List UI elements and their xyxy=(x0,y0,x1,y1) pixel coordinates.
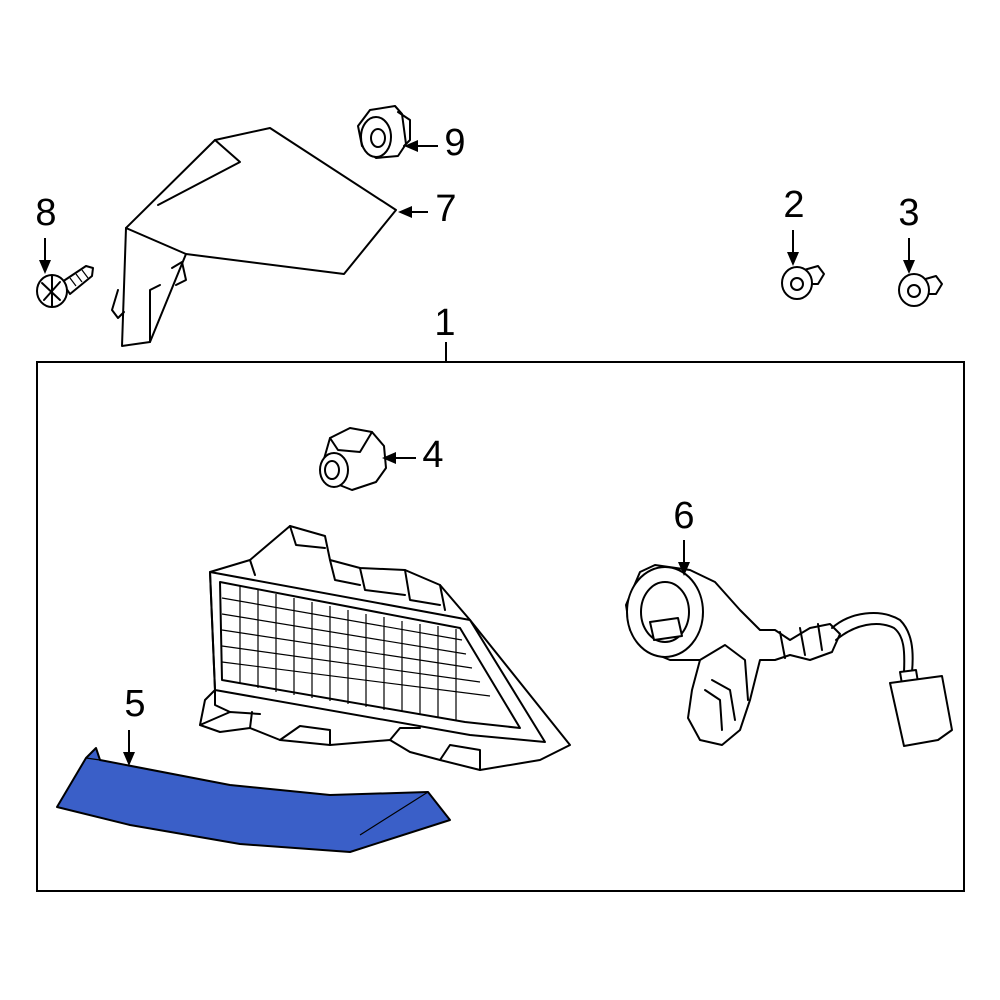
callout-6-label[interactable]: 6 xyxy=(673,495,694,537)
callout-3-arrowhead xyxy=(903,260,915,274)
callout-9-label[interactable]: 9 xyxy=(444,122,465,164)
callout-2-arrowhead xyxy=(787,252,799,266)
part-6-socket-harness[interactable] xyxy=(625,564,953,747)
part-5-trim-edge xyxy=(85,757,429,836)
part-7-bracket[interactable] xyxy=(111,127,397,347)
part-9-clip[interactable] xyxy=(357,105,411,159)
callout-6-arrowhead xyxy=(678,562,690,576)
assembly-box xyxy=(36,361,965,892)
callout-2-label[interactable]: 2 xyxy=(783,184,804,226)
callout-5-arrowhead xyxy=(123,752,135,766)
callout-8-arrowhead xyxy=(39,260,51,274)
part-2-nut[interactable] xyxy=(781,265,825,300)
callout-8-label[interactable]: 8 xyxy=(35,192,56,234)
callout-7-arrowhead xyxy=(398,206,412,218)
callout-9-arrowhead xyxy=(404,140,418,152)
callout-1-label[interactable]: 1 xyxy=(434,302,455,344)
callout-4-arrowhead xyxy=(382,452,396,464)
callout-5-label[interactable]: 5 xyxy=(124,683,145,725)
callout-3-label[interactable]: 3 xyxy=(898,192,919,234)
part-8-screw[interactable] xyxy=(36,265,94,308)
part-4-grommet[interactable] xyxy=(319,427,387,491)
callout-4-label[interactable]: 4 xyxy=(422,434,443,476)
lamp-housing[interactable] xyxy=(199,525,571,771)
callout-7-label[interactable]: 7 xyxy=(435,188,456,230)
part-5-trim-strip[interactable] xyxy=(56,747,451,853)
part-3-nut[interactable] xyxy=(898,273,943,307)
